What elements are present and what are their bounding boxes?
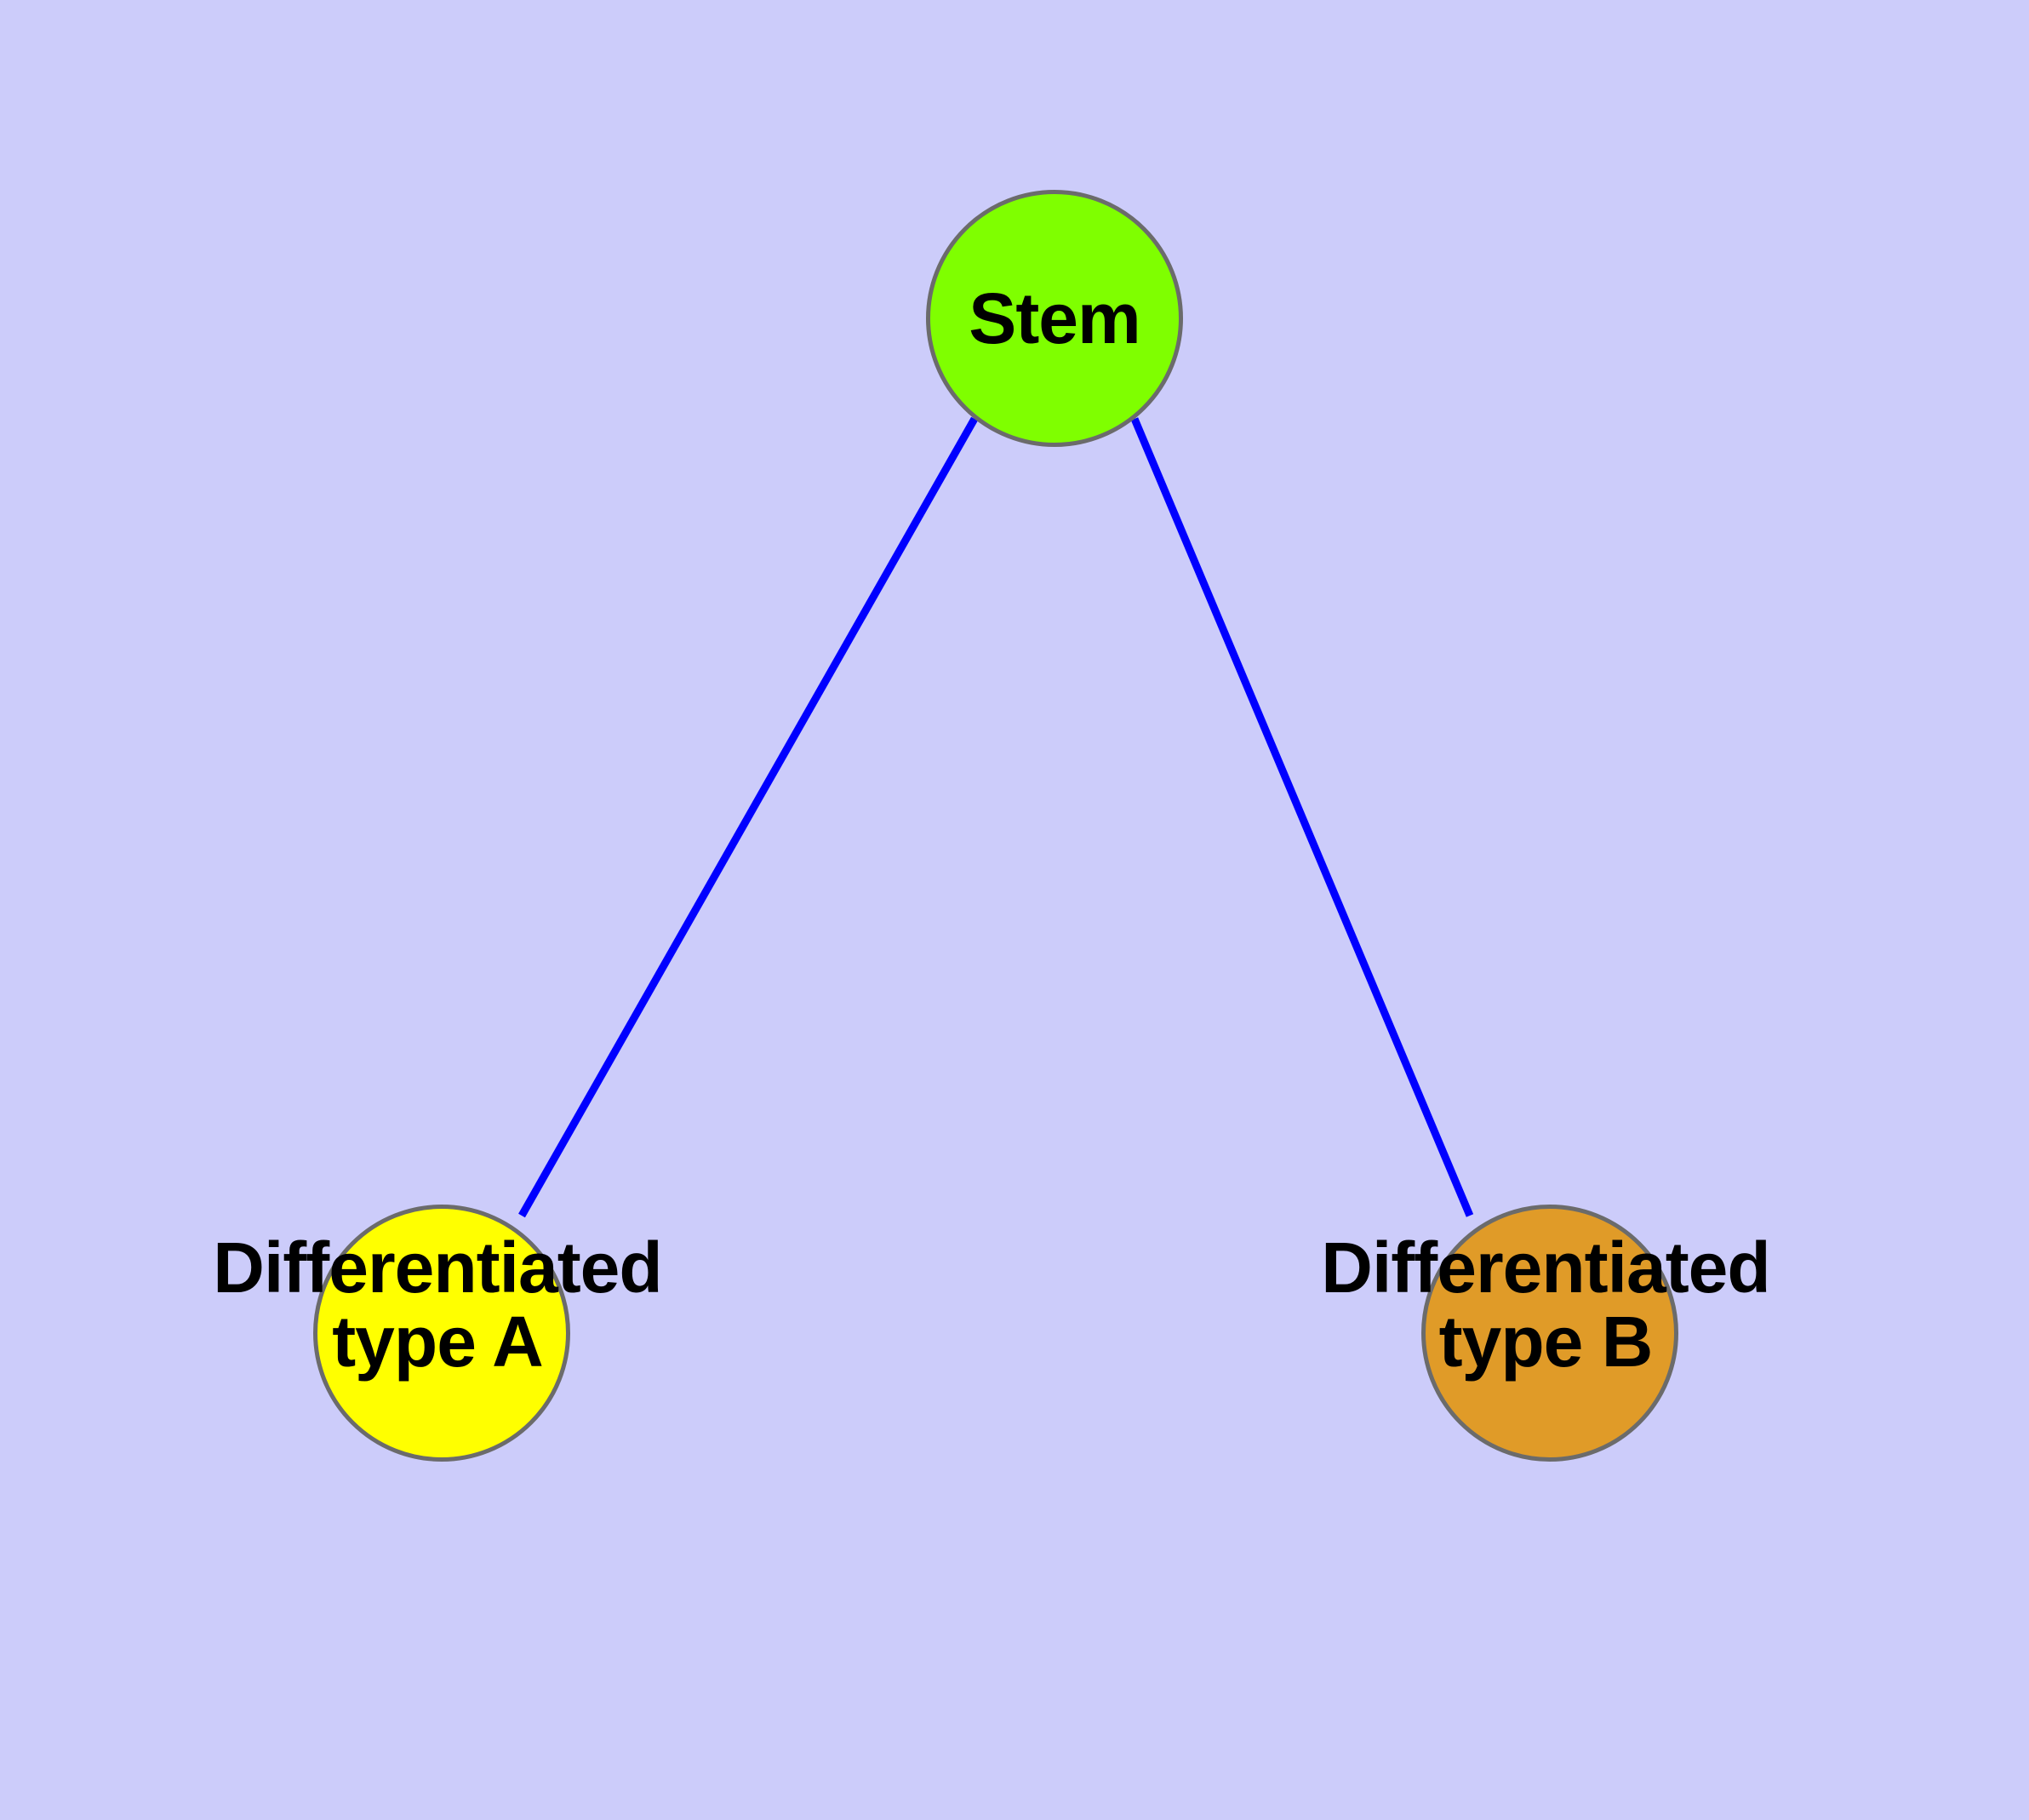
node-differentiated-type-b[interactable] xyxy=(1421,1205,1678,1462)
node-differentiated-type-b-label-line2: type B xyxy=(1438,1302,1654,1382)
node-differentiated-type-b-label-line1: Differentiated xyxy=(1321,1228,1770,1308)
node-stem-label: Stem xyxy=(969,278,1140,358)
edge-stem-to-differentiated-type-a xyxy=(518,416,978,1218)
node-differentiated-type-b-label: Differentiated type B xyxy=(1163,1228,1929,1382)
node-differentiated-type-a[interactable] xyxy=(313,1205,570,1462)
edge-stem-to-differentiated-type-b xyxy=(1130,417,1474,1217)
node-stem[interactable]: Stem xyxy=(926,190,1183,447)
node-differentiated-type-a-label-line2: type A xyxy=(332,1302,544,1382)
node-differentiated-type-a-label: Differentiated type A xyxy=(54,1228,820,1382)
node-differentiated-type-a-label-line1: Differentiated xyxy=(213,1228,662,1308)
